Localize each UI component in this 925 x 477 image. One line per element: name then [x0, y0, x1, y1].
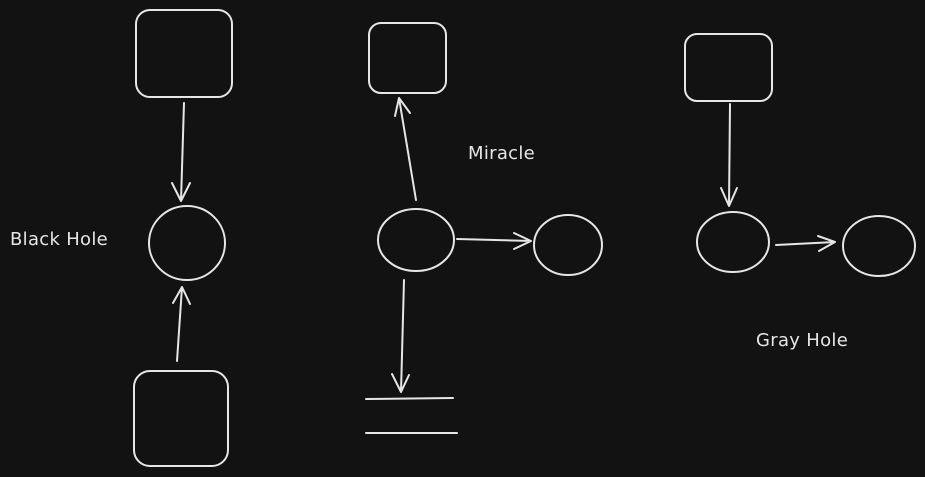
black-hole-input-box-top[interactable] — [135, 9, 233, 98]
miracle-output-box[interactable] — [368, 22, 447, 94]
gray-hole-group: Gray Hole — [684, 33, 916, 351]
miracle-output-circle[interactable] — [533, 214, 603, 276]
miracle-arrow-circle-to-output — [456, 232, 532, 250]
gray-hole-label: Gray Hole — [756, 330, 848, 351]
gray-hole-output-circle[interactable] — [842, 215, 916, 277]
black-hole-arrow-top-to-circle — [171, 102, 191, 202]
miracle-label: Miracle — [468, 143, 535, 164]
miracle-data-store[interactable] — [365, 397, 458, 434]
black-hole-arrow-bottom-to-circle — [172, 286, 191, 362]
black-hole-input-box-bottom[interactable] — [133, 370, 229, 467]
gray-hole-process-circle[interactable] — [696, 211, 770, 273]
gray-hole-input-box[interactable] — [684, 33, 773, 102]
black-hole-process-circle[interactable] — [148, 205, 226, 281]
miracle-arrow-circle-to-store — [391, 279, 410, 393]
miracle-process-circle[interactable] — [377, 208, 455, 272]
black-hole-group: Black Hole — [10, 9, 233, 467]
gray-hole-arrow-circle-to-output — [775, 235, 836, 252]
black-hole-label: Black Hole — [10, 229, 108, 250]
miracle-arrow-circle-to-box — [394, 97, 417, 201]
miracle-group: Miracle — [365, 22, 603, 434]
gray-hole-arrow-box-to-circle — [720, 103, 738, 207]
